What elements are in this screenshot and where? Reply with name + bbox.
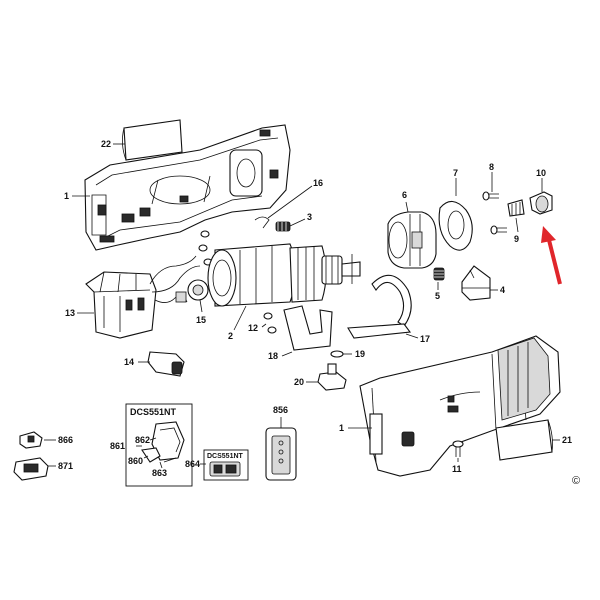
callout-861: 861 bbox=[110, 441, 125, 451]
callout-10: 10 bbox=[536, 168, 546, 178]
callout-11: 11 bbox=[452, 464, 462, 474]
callout-13: 13 bbox=[65, 308, 75, 318]
callout-864: 864 bbox=[185, 459, 200, 469]
callout-17: 17 bbox=[420, 334, 430, 344]
wire-harness bbox=[149, 255, 201, 303]
part-5-spring bbox=[433, 267, 445, 281]
kit-tag: DCS551NT bbox=[203, 449, 249, 481]
part-19-washer bbox=[330, 350, 344, 358]
callout-8: 8 bbox=[489, 162, 494, 172]
part-21-label-sticker bbox=[495, 419, 553, 461]
callout-22: 22 bbox=[101, 139, 111, 149]
part-856-collet-card bbox=[265, 427, 297, 481]
callout-863: 863 bbox=[152, 468, 167, 478]
part-8-screw bbox=[482, 191, 499, 201]
callout-6: 6 bbox=[402, 190, 407, 200]
part-7-bearing-plate bbox=[438, 200, 473, 251]
part-14-switch-button bbox=[147, 351, 185, 377]
kit-box-title: DCS551NT bbox=[130, 407, 177, 417]
callout-866: 866 bbox=[58, 435, 73, 445]
part-20-base-shoe bbox=[317, 363, 347, 391]
part-6-gear-housing bbox=[387, 211, 437, 269]
callout-5: 5 bbox=[435, 291, 440, 301]
callout-1-bottom: 1 bbox=[339, 423, 344, 433]
callout-860: 860 bbox=[128, 456, 143, 466]
part-16-clip bbox=[254, 216, 270, 229]
callout-4: 4 bbox=[500, 285, 505, 295]
callout-12: 12 bbox=[248, 323, 258, 333]
callout-871: 871 bbox=[58, 461, 73, 471]
part-1-housing-half-right bbox=[359, 335, 561, 477]
part-10-collet-nut bbox=[529, 191, 553, 215]
callout-1-top: 1 bbox=[64, 191, 69, 201]
part-18-u-bracket bbox=[283, 305, 333, 351]
callout-9: 9 bbox=[514, 234, 519, 244]
part-1-housing-half-left bbox=[84, 124, 291, 251]
part-13-switch-assembly bbox=[85, 271, 157, 339]
pins-group bbox=[198, 230, 277, 334]
callout-2: 2 bbox=[228, 331, 233, 341]
part-9-collet bbox=[507, 199, 525, 217]
part-866-small-item bbox=[19, 431, 43, 449]
callout-7: 7 bbox=[453, 168, 458, 178]
callout-862: 862 bbox=[135, 435, 150, 445]
kit-tag-title: DCS551NT bbox=[207, 453, 244, 460]
part-15-bearing bbox=[187, 279, 209, 301]
callout-16: 16 bbox=[313, 178, 323, 188]
callout-18: 18 bbox=[268, 351, 278, 361]
callout-21: 21 bbox=[562, 435, 572, 445]
kit-box: DCS551NT bbox=[125, 403, 193, 487]
callout-14: 14 bbox=[124, 357, 134, 367]
part-3-spring bbox=[275, 221, 291, 232]
callout-3: 3 bbox=[307, 212, 312, 222]
part-2-motor-armature bbox=[207, 243, 361, 307]
copyright-mark: © bbox=[572, 475, 580, 487]
part-871-battery-pack bbox=[13, 457, 49, 481]
part-4-lock-button bbox=[461, 265, 491, 301]
callout-15: 15 bbox=[196, 315, 206, 325]
callout-20: 20 bbox=[294, 377, 304, 387]
highlight-arrow-icon bbox=[541, 226, 562, 285]
callout-19: 19 bbox=[355, 349, 365, 359]
callout-856: 856 bbox=[273, 405, 288, 415]
part-17-bracket bbox=[347, 274, 412, 339]
part-9-screw-lower bbox=[490, 225, 507, 235]
part-11-screw bbox=[452, 440, 464, 457]
